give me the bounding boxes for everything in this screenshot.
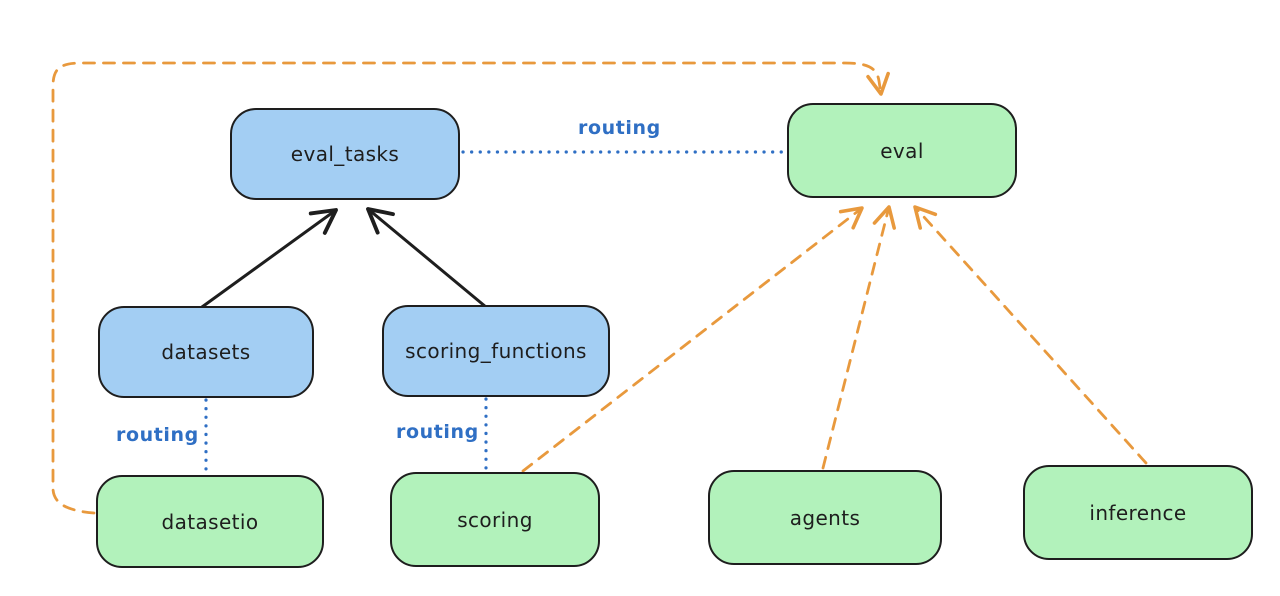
- node-label: datasets: [161, 340, 251, 364]
- node-label: scoring_functions: [405, 339, 587, 363]
- edge-scoring-functions-to-eval-tasks: [366, 207, 488, 309]
- node-label: datasetio: [161, 509, 259, 534]
- node-eval: eval: [787, 103, 1017, 198]
- node-label: agents: [789, 505, 861, 530]
- edge-datasets-to-eval-tasks: [200, 208, 338, 309]
- edge-agents-to-eval: [821, 205, 896, 470]
- node-inference: inference: [1023, 465, 1253, 560]
- edge-label-routing-scoring: routing: [396, 421, 479, 443]
- node-label: inference: [1089, 500, 1187, 525]
- node-agents: agents: [708, 470, 942, 565]
- node-label: scoring: [457, 507, 533, 532]
- node-scoring-functions: scoring_functions: [382, 305, 610, 397]
- edge-inference-to-eval: [913, 205, 1148, 465]
- node-scoring: scoring: [390, 472, 600, 567]
- node-datasets: datasets: [98, 306, 314, 398]
- edge-label-routing-eval: routing: [578, 117, 661, 139]
- node-eval-tasks: eval_tasks: [230, 108, 460, 200]
- node-datasetio: datasetio: [96, 475, 324, 568]
- edge-label-routing-datasets: routing: [116, 424, 199, 446]
- node-label: eval: [880, 138, 924, 163]
- node-label: eval_tasks: [290, 142, 400, 166]
